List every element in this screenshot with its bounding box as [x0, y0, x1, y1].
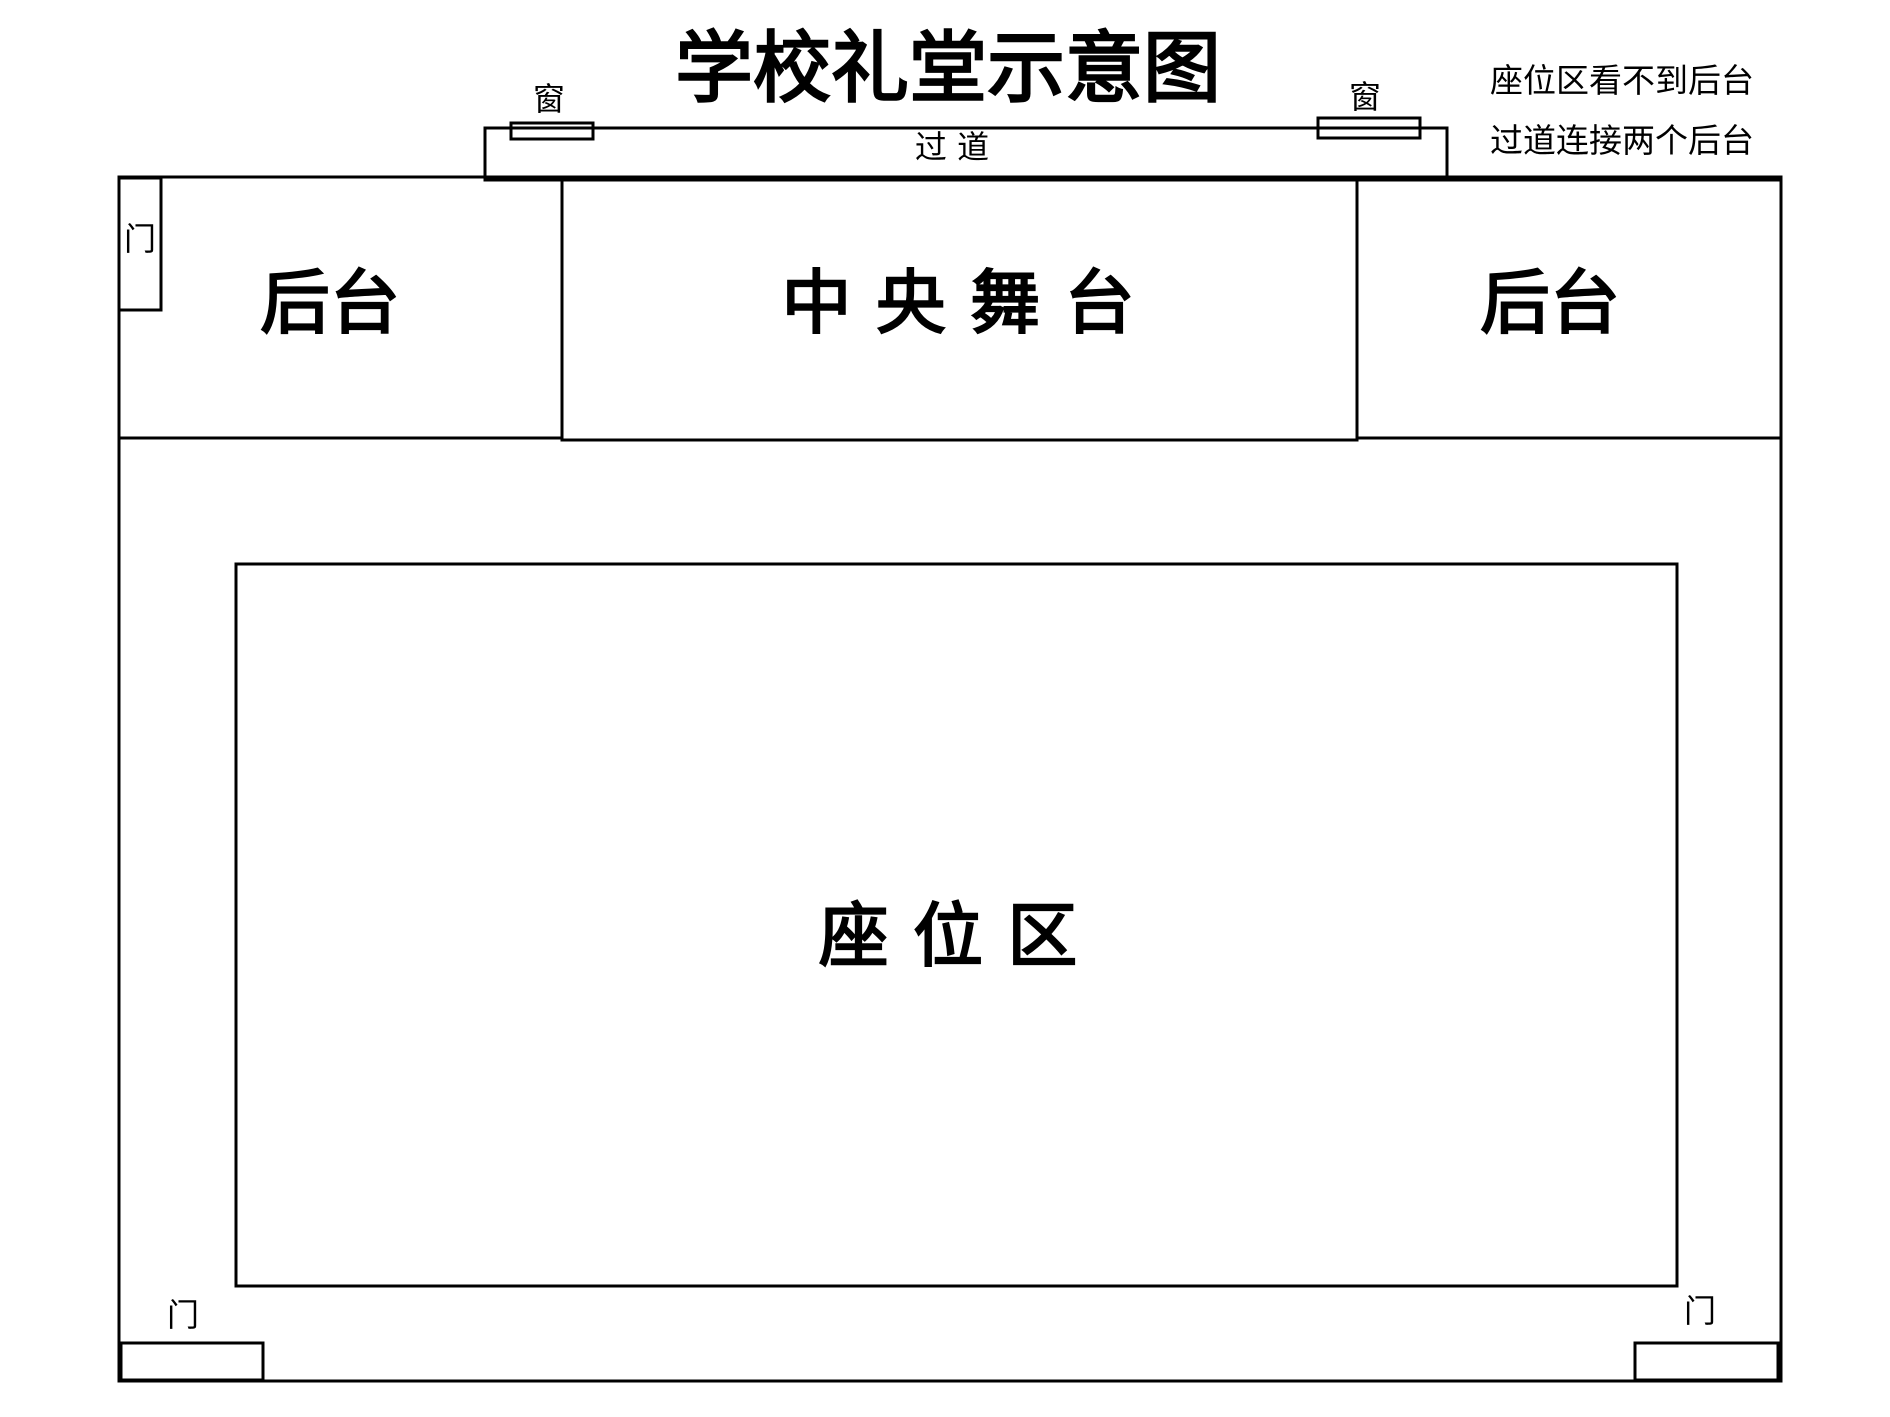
door-bottom-right-label: 门: [1684, 1292, 1716, 1330]
seating-area: [234, 562, 1679, 1288]
door-bottom-left: [119, 1341, 265, 1382]
diagram-title: 学校礼堂示意图: [675, 24, 1221, 114]
corridor-label: 过 道: [915, 128, 989, 166]
note-seating-no-view: 座位区看不到后台: [1490, 61, 1754, 100]
backstage-left-door-label: 门: [124, 220, 156, 258]
window-right-label: 窗: [1349, 78, 1381, 116]
auditorium-outline: [117, 175, 1783, 1383]
backstage-right-label: 后台: [1480, 262, 1620, 344]
window-left: [509, 121, 595, 141]
window-left-label: 窗: [533, 80, 565, 118]
window-right: [1316, 116, 1422, 140]
door-bottom-left-label: 门: [167, 1296, 199, 1334]
backstage-left-door: [117, 176, 163, 312]
seating-area-label: 座 位 区: [819, 895, 1078, 977]
backstage-right: [1355, 178, 1783, 440]
note-corridor-connects: 过道连接两个后台: [1490, 121, 1754, 160]
center-stage-label: 中 央 舞 台: [781, 262, 1134, 344]
backstage-left-label: 后台: [260, 262, 400, 344]
door-bottom-right: [1633, 1341, 1780, 1382]
